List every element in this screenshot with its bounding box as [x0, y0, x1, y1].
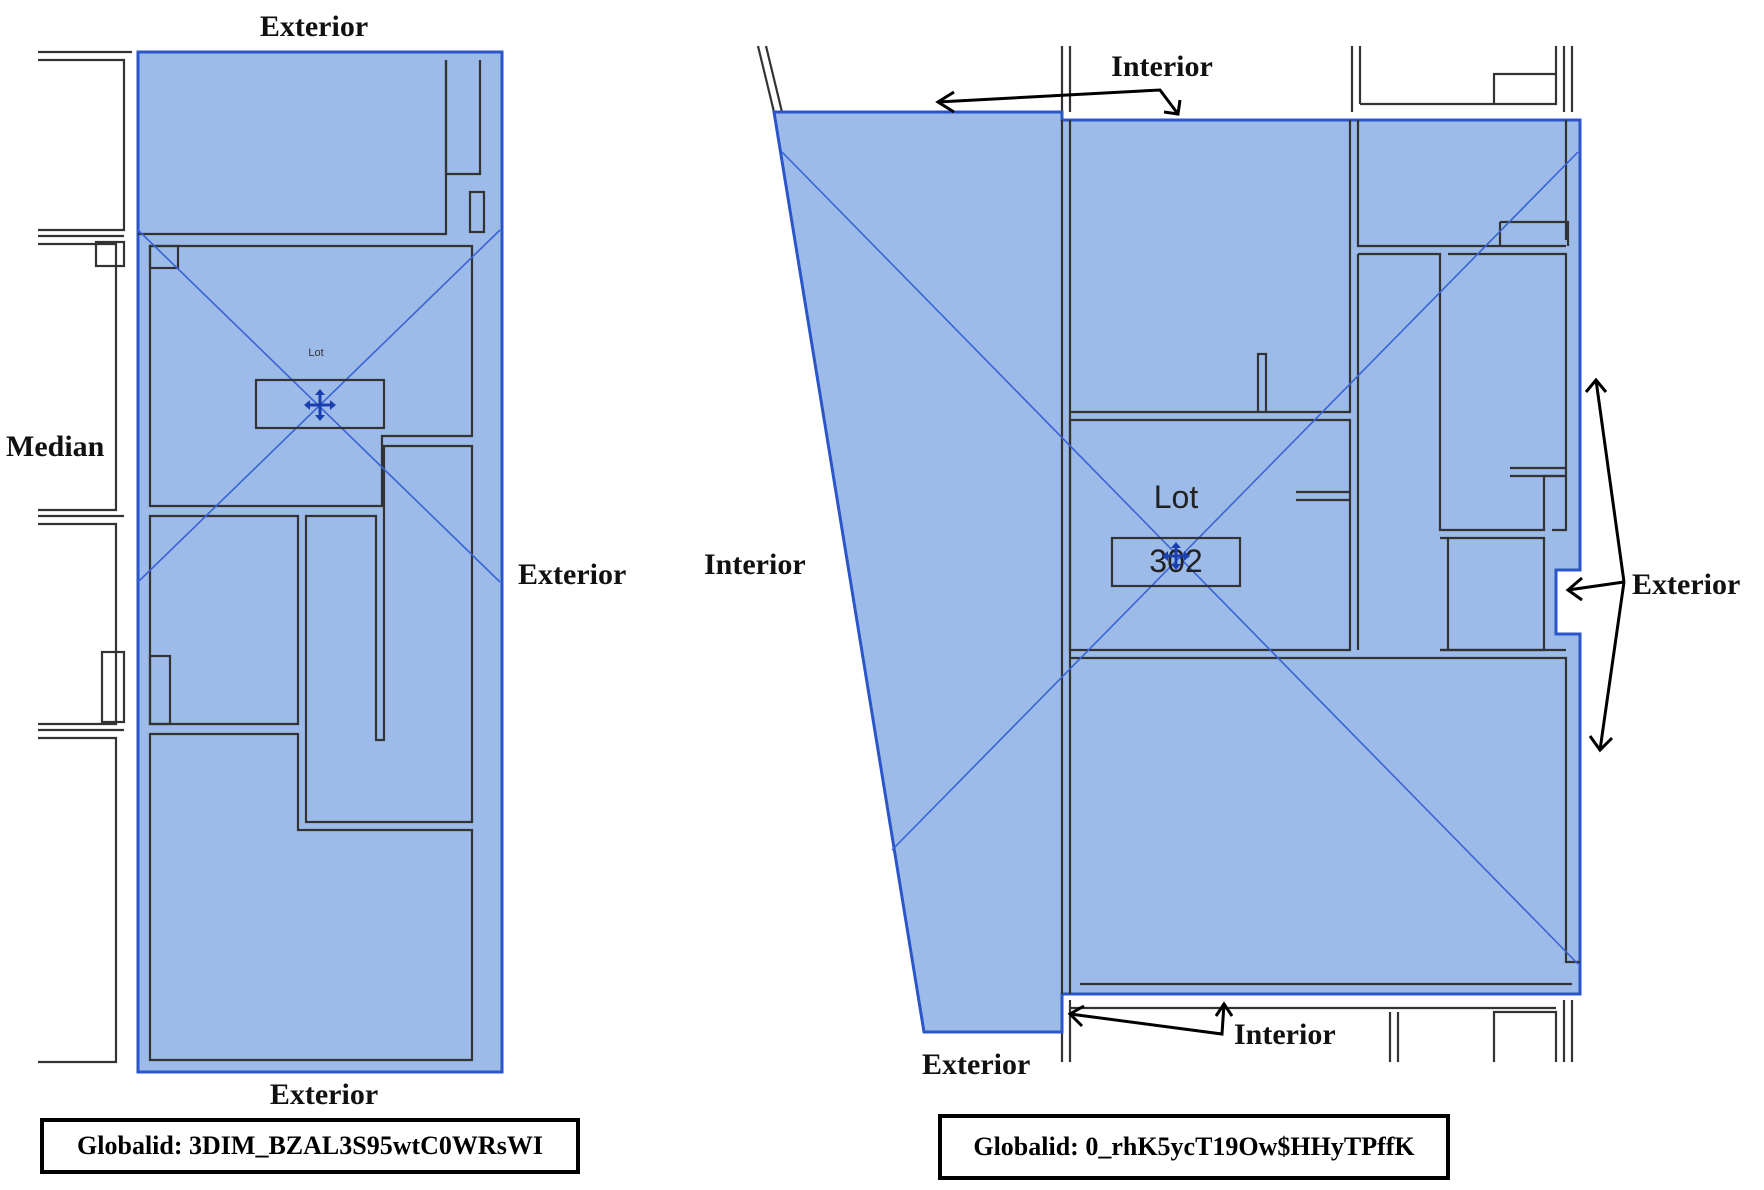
right-label-bottom-right: Interior [1234, 1018, 1336, 1051]
left-lot-tag: Lot [308, 347, 323, 359]
left-globalid-box: Globalid: 3DIM_BZAL3S95wtC0WRsWI [40, 1118, 580, 1174]
right-label-top: Interior [1111, 50, 1213, 83]
left-plan: Lot Exterior Median Exterior Exterior [6, 10, 626, 1111]
right-lot-tag: Lot [1154, 479, 1199, 515]
left-globalid-text: Globalid: 3DIM_BZAL3S95wtC0WRsWI [77, 1131, 543, 1160]
arrow-top [935, 88, 1182, 116]
arrow-bottom [1067, 1001, 1234, 1036]
right-globalid-text: Globalid: 0_rhK5ycT19Ow$HHyTPffK [973, 1132, 1415, 1161]
right-plan: Lot 302 Interior In [704, 45, 1740, 1081]
left-label-right: Exterior [518, 558, 626, 591]
right-label-bottom-left: Exterior [922, 1048, 1030, 1081]
left-label-bottom: Exterior [270, 1078, 378, 1111]
right-room-walls [1060, 120, 1580, 994]
right-context-walls [756, 45, 1574, 1062]
move-icon[interactable] [1162, 542, 1190, 570]
right-globalid-box: Globalid: 0_rhK5ycT19Ow$HHyTPffK [938, 1114, 1450, 1180]
move-icon[interactable] [304, 389, 336, 421]
left-tag-box [254, 378, 386, 430]
left-median-walls [38, 50, 132, 1064]
right-label-right: Exterior [1632, 568, 1740, 601]
left-lot-area [136, 50, 504, 1074]
left-label-top: Exterior [260, 10, 368, 43]
arrow-right [1565, 377, 1626, 753]
left-label-left: Median [6, 430, 105, 463]
right-tag-box [1110, 536, 1242, 588]
left-room-walls [138, 60, 486, 1062]
right-label-left: Interior [704, 548, 806, 581]
